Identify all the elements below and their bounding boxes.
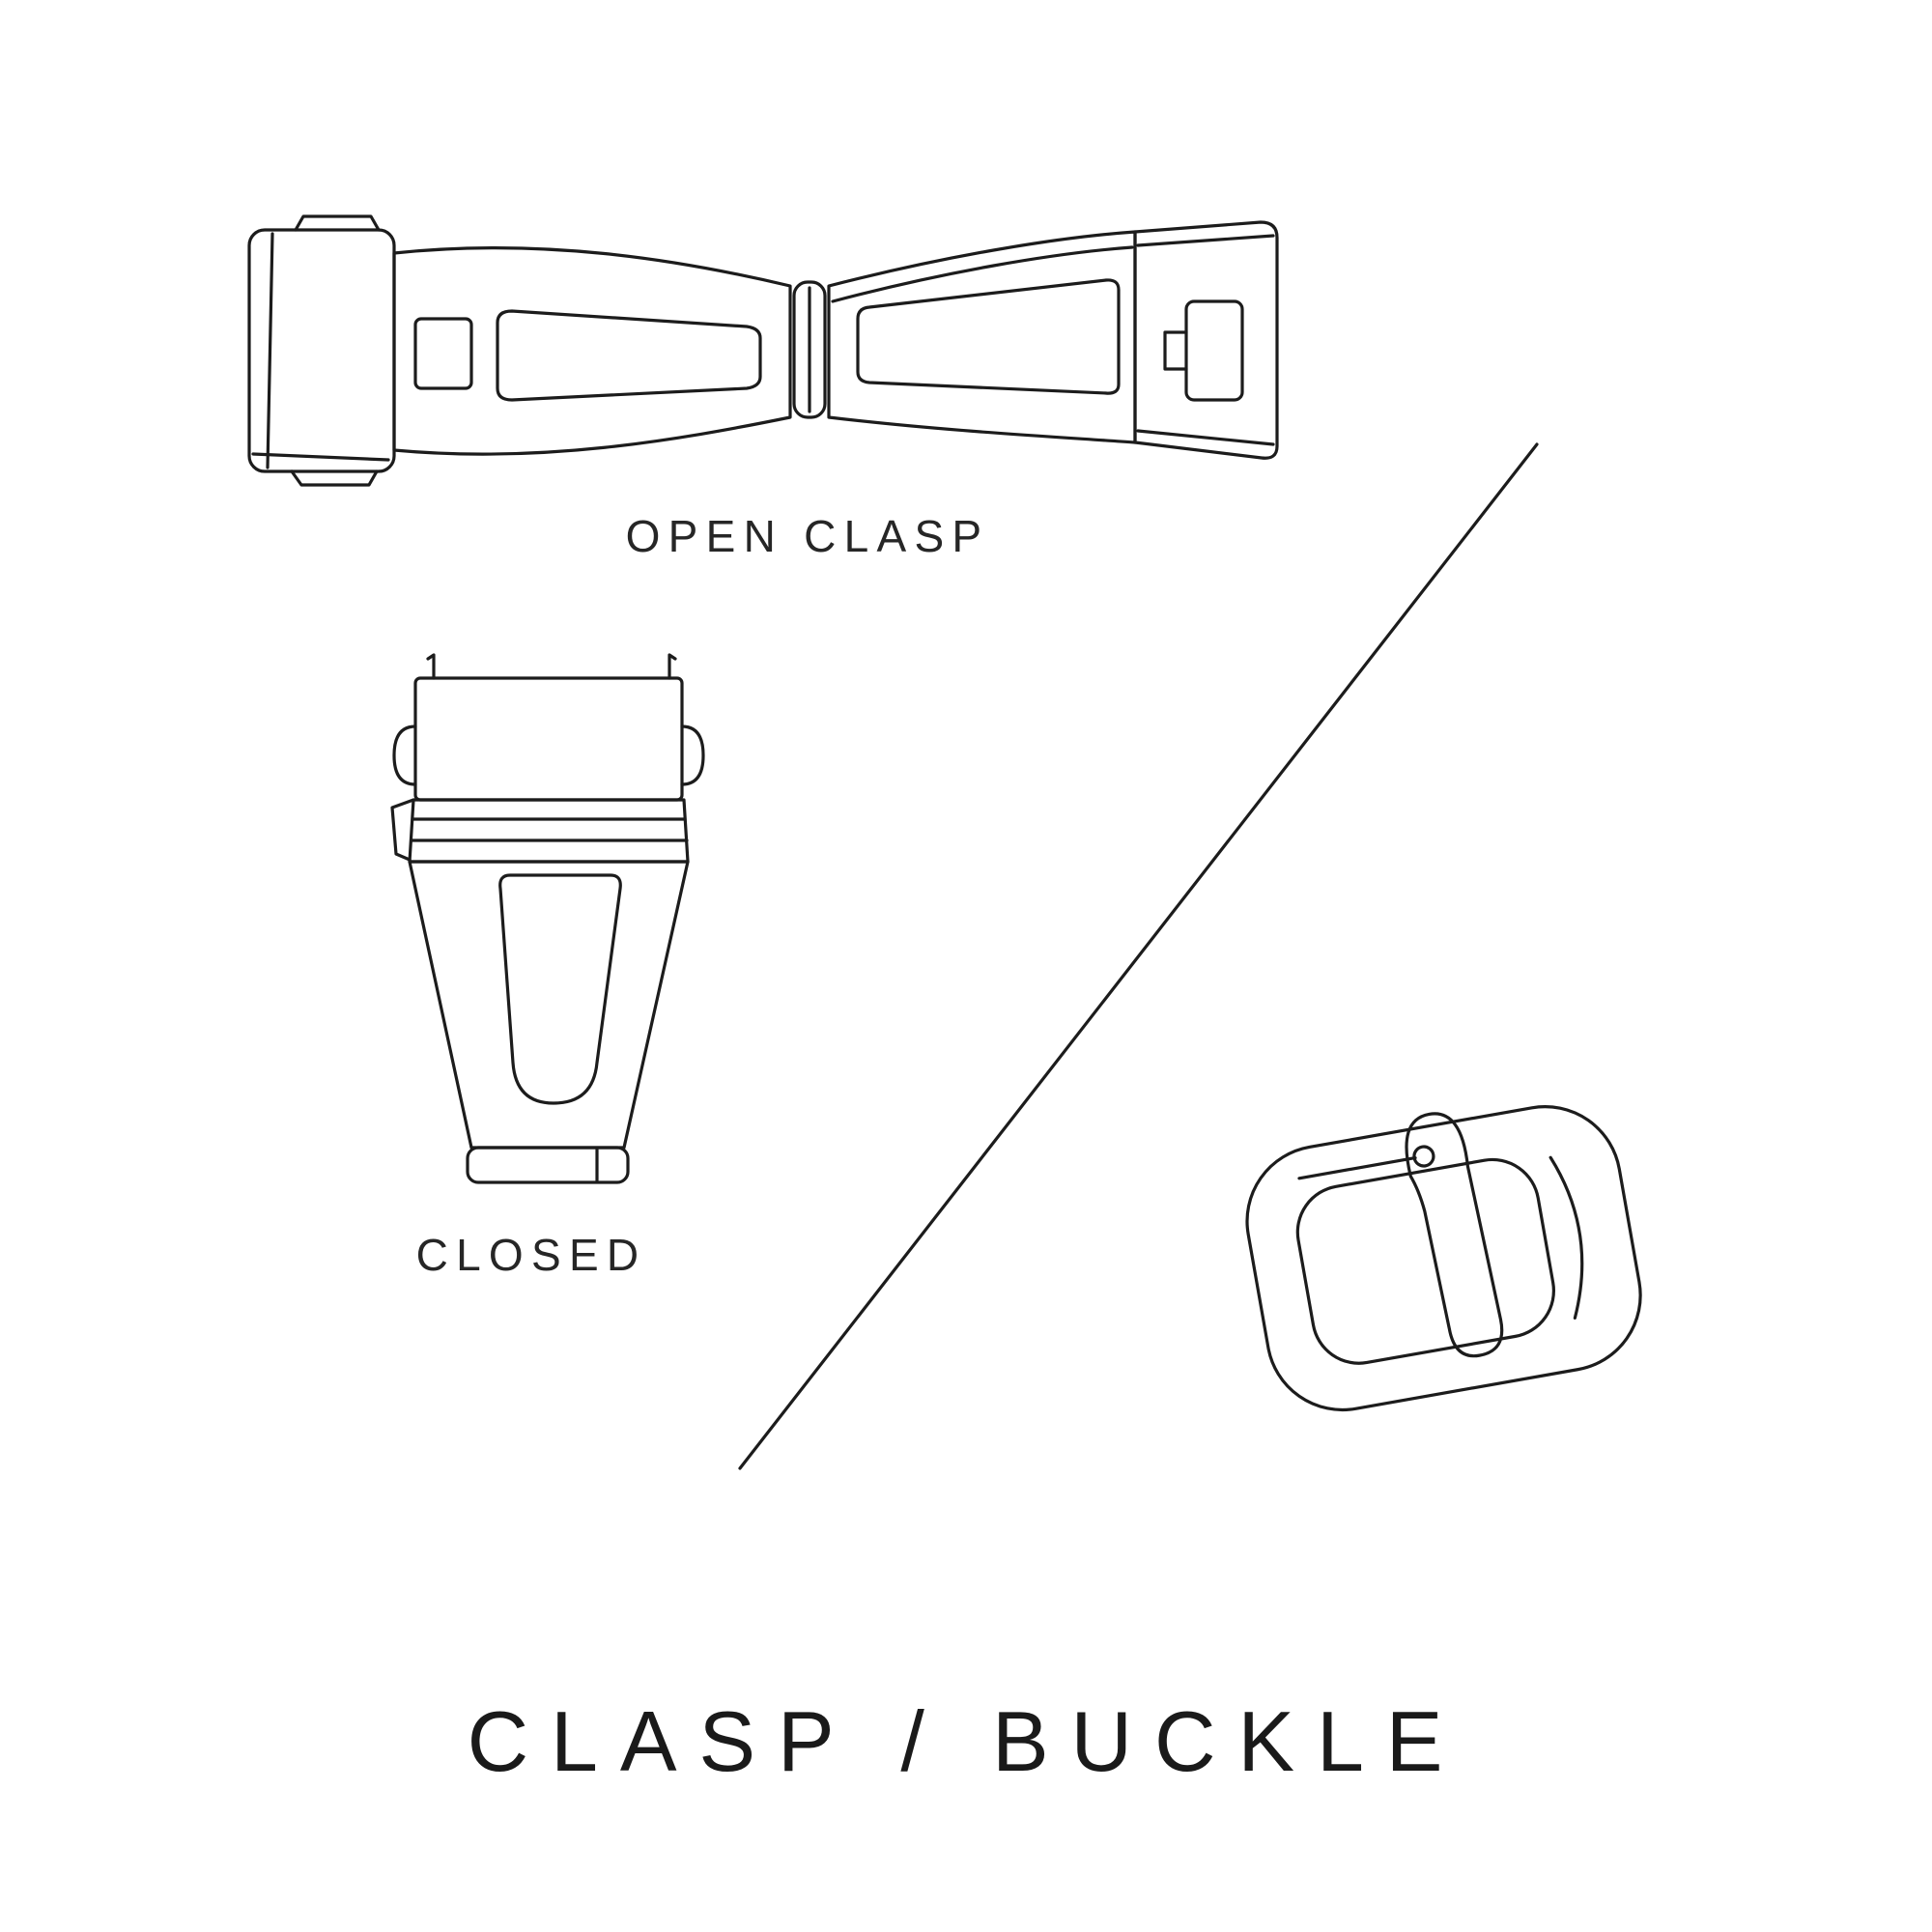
tang-buckle-illustration: [1245, 1105, 1642, 1412]
open-clasp-label: OPEN CLASP: [625, 511, 990, 561]
closed-clasp-label: CLOSED: [415, 1230, 647, 1280]
divider-line: [738, 442, 1539, 1470]
open-clasp-illustration: [247, 214, 1279, 487]
closed-clasp-illustration: [390, 653, 705, 1184]
page-title: CLASP / BUCKLE: [467, 1693, 1465, 1789]
